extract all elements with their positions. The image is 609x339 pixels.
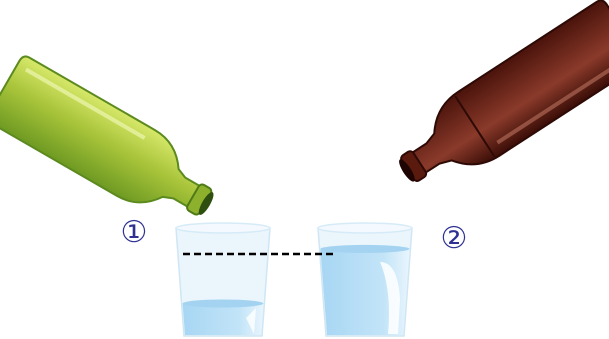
label-1: ① xyxy=(121,215,148,250)
glass-2 xyxy=(318,223,412,336)
water-surface-glass-1 xyxy=(183,300,264,308)
water-surface-glass-2 xyxy=(320,245,409,253)
green-bottle xyxy=(0,54,229,238)
label-2: ② xyxy=(441,221,468,256)
label-2-badge: ② xyxy=(441,221,468,256)
brown-bottle xyxy=(383,0,609,205)
glass-1 xyxy=(176,223,270,336)
label-1-badge: ① xyxy=(121,215,148,250)
